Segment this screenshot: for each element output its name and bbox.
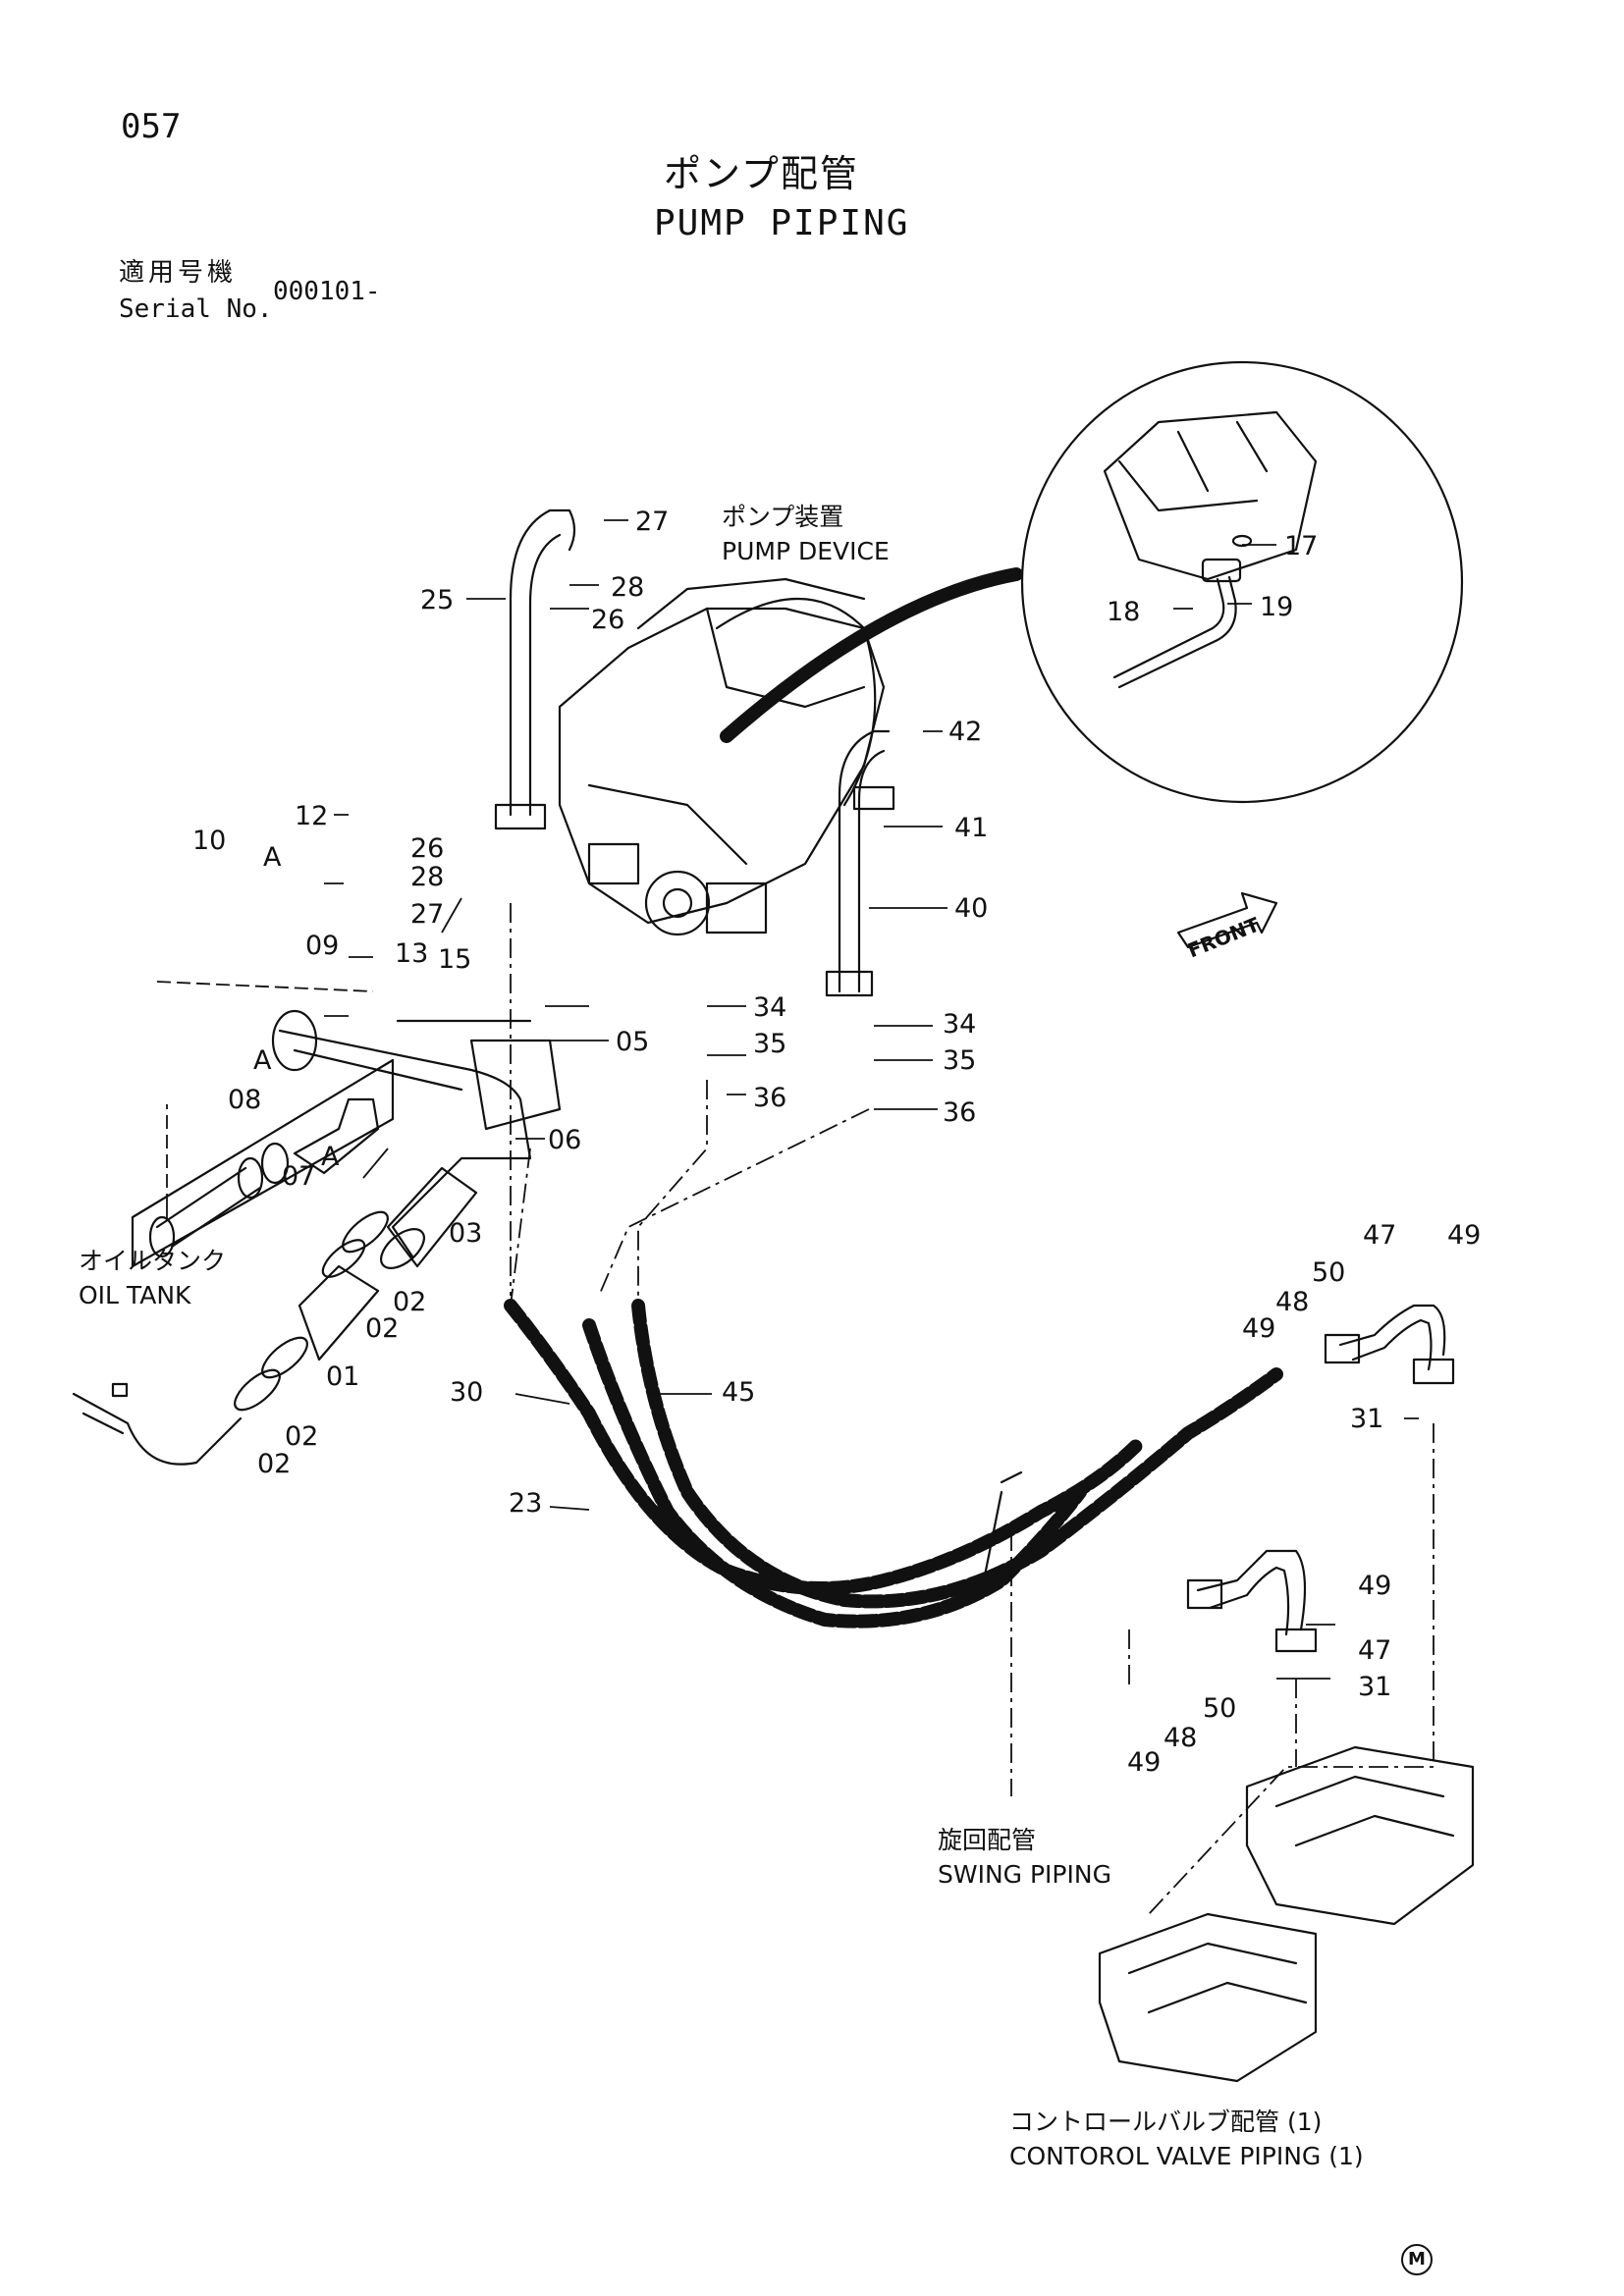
view-marker-a: A [321,1142,340,1172]
callout-30: 30 [450,1377,484,1408]
callout-31: 31 [1358,1672,1392,1702]
callout-50: 50 [1312,1257,1346,1288]
suction-tube-03 [278,1029,532,1258]
front-arrow [1176,891,1278,949]
callout-08: 08 [228,1085,262,1115]
callout-31: 31 [1350,1404,1384,1434]
callout-36: 36 [943,1097,977,1128]
callout-23: 23 [509,1488,543,1519]
callout-28: 28 [410,862,445,892]
pipe-25 [509,508,576,817]
oil-tank-outline [72,1392,243,1466]
pump-device-caption: PUMP DEVICE [722,537,890,565]
callout-06: 06 [548,1125,582,1155]
callout-41: 41 [954,813,989,843]
callout-03: 03 [449,1218,483,1249]
callout-34: 34 [753,992,787,1023]
detail-pump-body [1103,410,1318,581]
control-valve-caption-japanese: コントロールバルブ配管 (1) [1009,2108,1323,2136]
callout-05: 05 [616,1027,650,1057]
detail-elbow-pipe [1112,575,1237,689]
callout-13: 13 [395,938,429,969]
callout-12: 12 [295,801,329,831]
callout-48: 48 [1164,1723,1198,1753]
callout-15: 15 [438,944,472,975]
swing-piping-caption-japanese: 旋回配管 [938,1826,1037,1854]
callout-07: 07 [282,1161,316,1192]
callout-47: 47 [1358,1635,1392,1666]
strainer-01 [298,1264,380,1362]
control-valve-block-rear [1245,1745,1475,1926]
pipe-47 [1338,1304,1446,1371]
pump-device-caption-japanese: ポンプ装置 [722,503,844,531]
callout-35: 35 [753,1029,787,1059]
callout-26: 26 [410,833,445,864]
callout-02: 02 [365,1313,400,1344]
oil-tank-caption: OIL TANK [79,1281,191,1309]
callout-27: 27 [635,507,670,537]
callout-48: 48 [1275,1287,1310,1317]
control-valve-caption: CONTOROL VALVE PIPING (1) [1009,2142,1364,2170]
pipe-47-lower [1196,1549,1307,1636]
callout-10: 10 [192,826,227,856]
callout-27: 27 [410,899,445,930]
page-title: PUMP PIPING [654,203,910,243]
callout-28: 28 [611,572,645,603]
oil-tank-caption-japanese: オイルタンク [79,1247,227,1275]
view-a-box [131,1019,532,1268]
callout-17: 17 [1284,531,1319,561]
callout-25: 25 [420,585,455,615]
callout-02: 02 [257,1449,292,1479]
pump-flywheel [715,597,877,807]
callout-26: 26 [591,605,625,635]
callout-45: 45 [722,1377,756,1408]
serial-number-value: 000101- [273,277,381,306]
hose-23 [582,1318,1087,1629]
serial-label-japanese: 適用号機 [119,258,238,288]
control-valve-block-front [1098,1912,1318,2083]
callout-02: 02 [285,1421,319,1452]
callout-01: 01 [326,1362,360,1392]
hose-10 [155,1166,262,1249]
page-number: 057 [121,107,182,146]
callout-50: 50 [1203,1693,1237,1724]
detail-leader-band [720,567,1023,743]
suction-hose-03 [386,1166,478,1268]
view-marker-a: A [253,1045,272,1076]
trademark-mark: M [1401,2244,1433,2275]
serial-label: Serial No. [119,294,273,324]
callout-34: 34 [943,1009,977,1040]
callout-49: 49 [1242,1313,1276,1344]
callout-47: 47 [1363,1220,1397,1251]
callout-42: 42 [948,717,983,747]
callout-49: 49 [1127,1747,1162,1778]
callout-40: 40 [954,893,989,924]
callout-19: 19 [1260,592,1294,622]
elbow-09 [293,1097,380,1175]
detail-view-circle [1020,360,1464,804]
callout-49: 49 [1358,1571,1392,1601]
view-marker-a: A [263,842,282,873]
callout-09: 09 [305,931,340,961]
pipe-40 [838,729,891,993]
swing-piping-caption: SWING PIPING [938,1860,1111,1889]
hose-45 [631,1299,1283,1609]
callout-35: 35 [943,1045,977,1076]
callout-02: 02 [393,1287,427,1317]
page-title-japanese: ポンプ配管 [664,152,859,195]
callout-36: 36 [753,1083,787,1113]
suction-flange [469,1039,562,1131]
callout-49: 49 [1447,1220,1482,1251]
callout-18: 18 [1107,597,1141,627]
